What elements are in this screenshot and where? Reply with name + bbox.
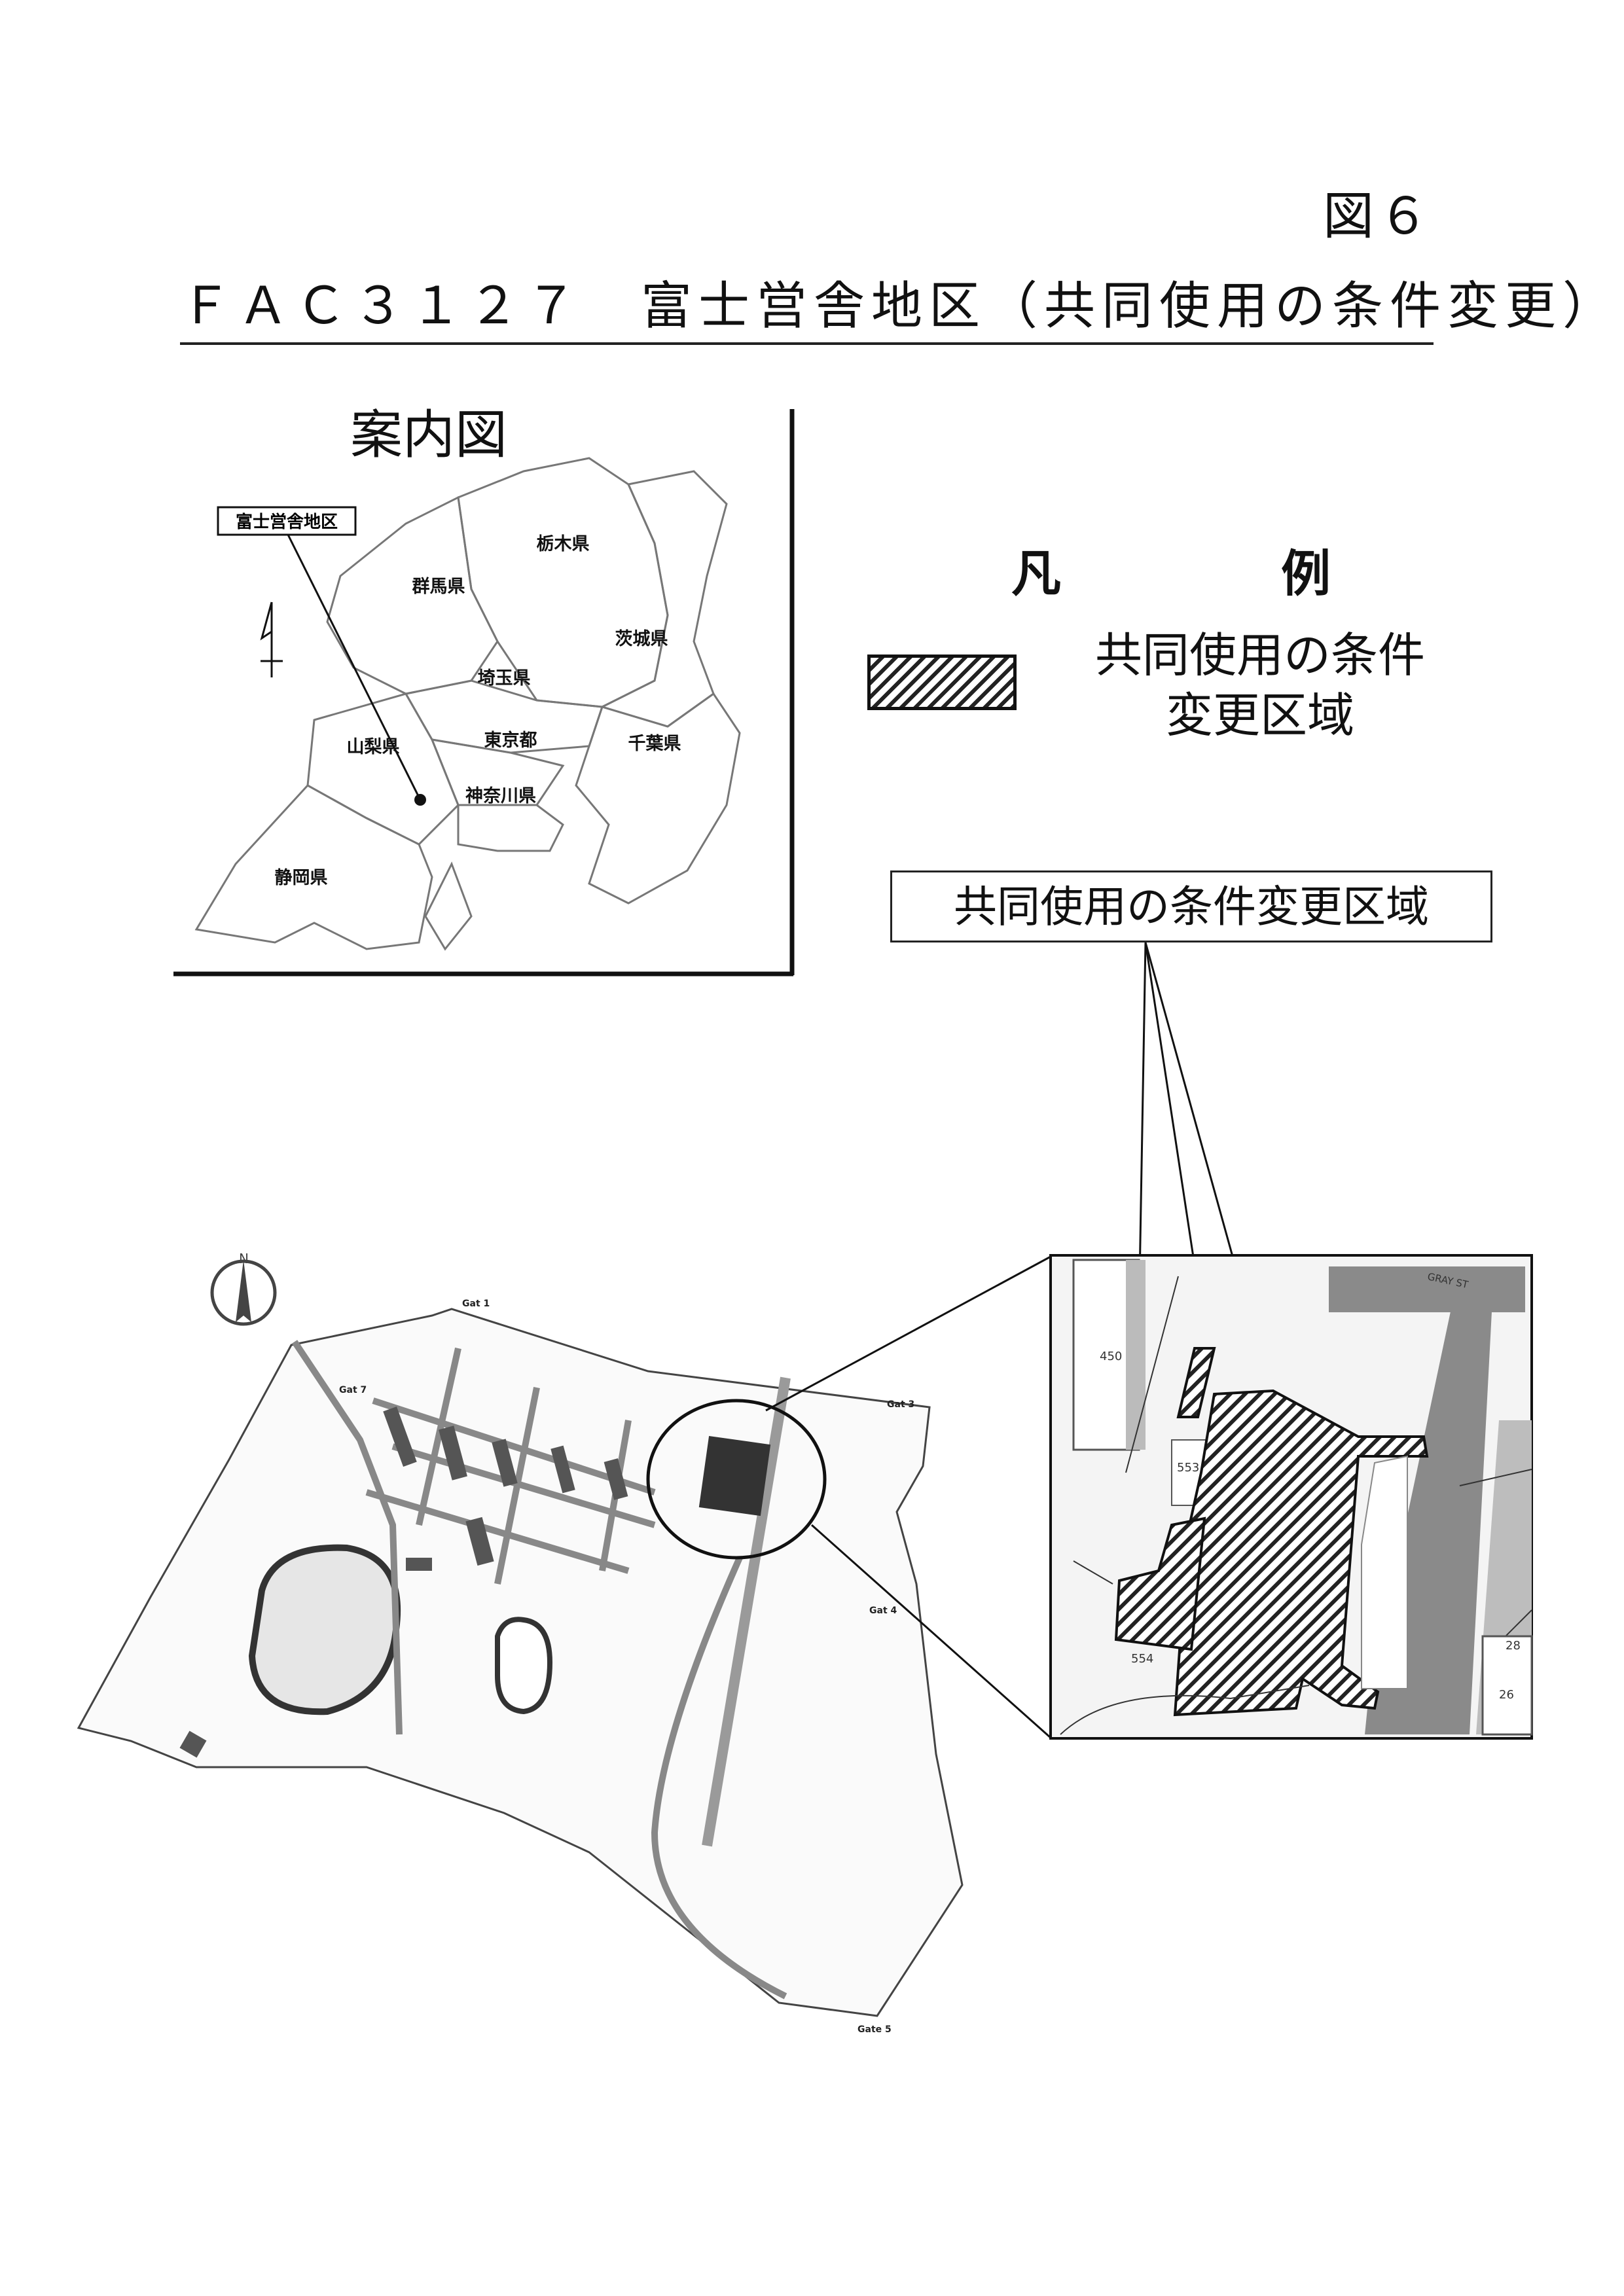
prefecture-label-ibaraki: 茨城県	[615, 629, 668, 649]
prefecture-label-tokyo: 東京都	[484, 730, 537, 751]
svg-text:N: N	[239, 1251, 249, 1266]
figure-number: 図６	[1322, 187, 1433, 246]
legend-title: 凡 例	[1011, 545, 1416, 603]
prefecture-label-saitama: 埼玉県	[478, 668, 531, 689]
change-area-hatch	[1114, 1347, 1429, 1717]
prefecture-label-tochigi: 栃木県	[537, 534, 590, 554]
legend-label: 共同使用の条件 変更区域	[1057, 625, 1463, 745]
compass-icon: N	[210, 1251, 277, 1326]
legend-label-line2: 変更区域	[1165, 688, 1354, 744]
gate-label-7: Gat 7	[339, 1385, 367, 1395]
prefecture-label-shizuoka: 静岡県	[275, 868, 328, 888]
building-label-554: 554	[1131, 1652, 1153, 1666]
guide-map-title: 案内図	[350, 404, 507, 465]
gate-label-5: Gate 5	[857, 2024, 892, 2035]
legend-swatch	[867, 655, 1017, 710]
north-arrow-icon	[260, 601, 283, 677]
callout-label: 共同使用の条件変更区域	[890, 870, 1492, 942]
prefecture-outlines	[194, 457, 741, 951]
prefecture-label-gunma: 群馬県	[412, 577, 465, 597]
prefecture-label-kanagawa: 神奈川県	[465, 786, 536, 806]
building-label-450: 450	[1100, 1350, 1122, 1363]
prefecture-label-yamanashi: 山梨県	[347, 737, 400, 757]
site-map	[77, 1255, 1051, 2017]
site-marker: 富士営舎地区	[217, 506, 426, 806]
gate-label-1: Gat 1	[462, 1299, 490, 1309]
gate-label-4: Gat 4	[869, 1605, 897, 1616]
legend-label-line1: 共同使用の条件	[1094, 628, 1425, 683]
building-label-553: 553	[1177, 1461, 1199, 1475]
gate-label-3: Gat 3	[887, 1399, 914, 1410]
site-label: 富士営舎地区	[236, 512, 338, 532]
prefecture-label-chiba: 千葉県	[628, 734, 681, 754]
building-label-28: 28	[1506, 1639, 1521, 1653]
building-label-26: 26	[1499, 1688, 1514, 1702]
guide-map-frame	[173, 409, 795, 977]
detail-map	[1049, 1254, 1533, 1740]
page-title: ＦＡＣ３１２７ 富士営舎地区（共同使用の条件変更）	[180, 265, 1614, 345]
